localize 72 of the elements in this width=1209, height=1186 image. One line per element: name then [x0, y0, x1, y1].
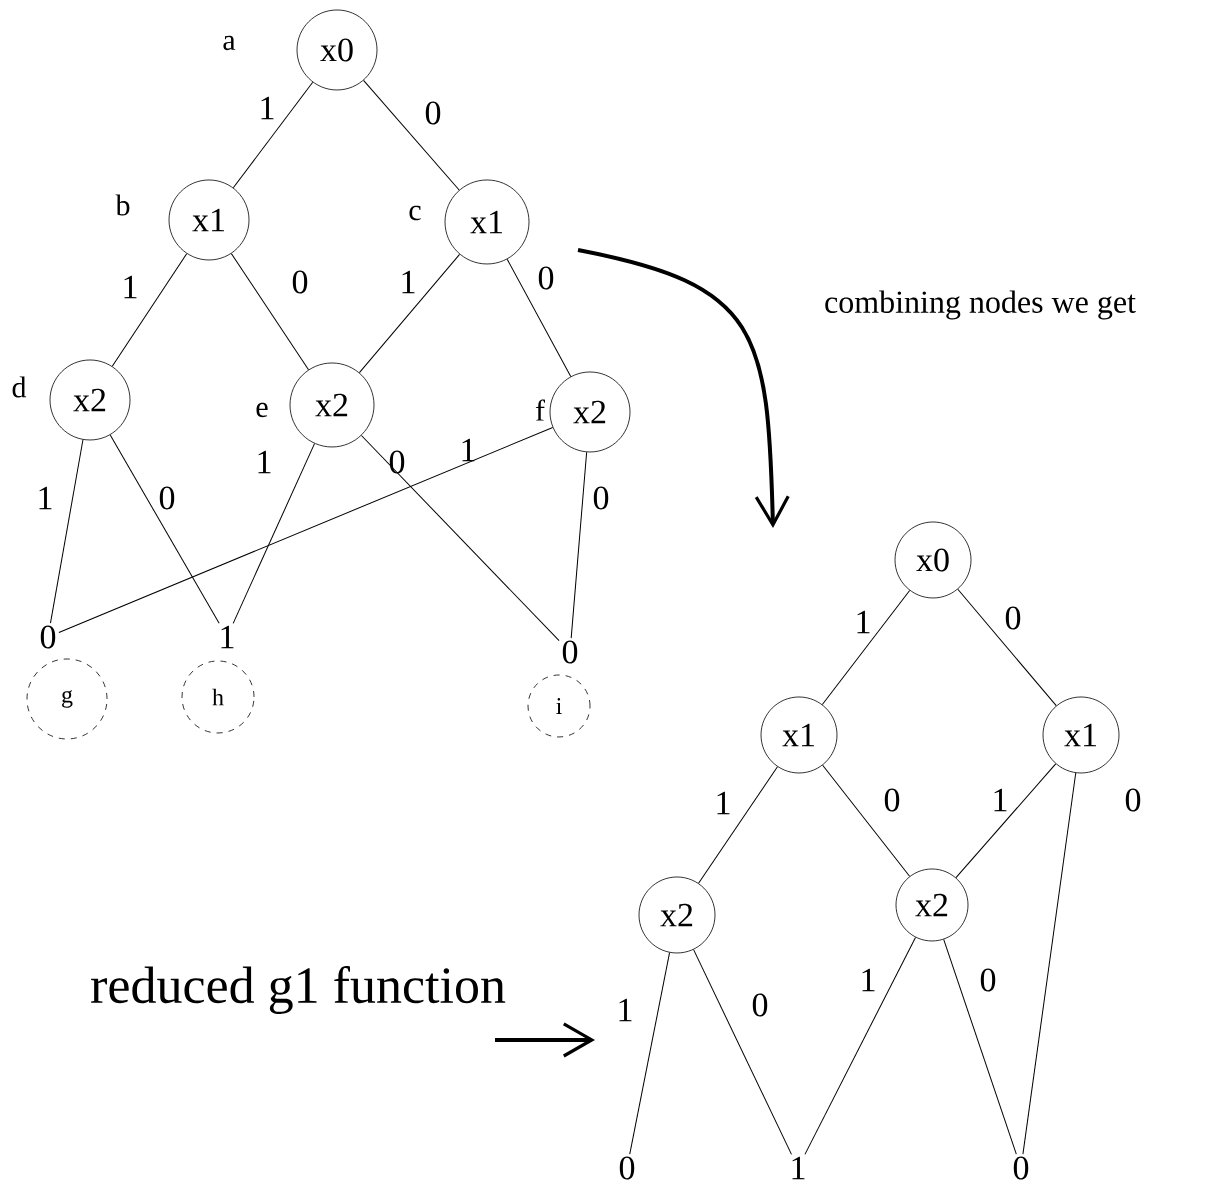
variable-node: x2	[289, 362, 375, 448]
edge-line	[821, 589, 911, 705]
edge-label: 0	[159, 486, 175, 510]
variable-node: x2	[49, 359, 131, 441]
variable-node: x1	[760, 696, 838, 774]
edge-label: 1	[39, 486, 52, 510]
edge-label: 0	[752, 993, 768, 1017]
terminal-value: 0	[562, 640, 578, 664]
edge-label: 0	[292, 270, 308, 294]
caption-text: combining nodes we get	[825, 290, 1136, 320]
terminal-value: 1	[221, 625, 234, 649]
edge-line	[629, 952, 671, 1155]
edge-line	[360, 435, 560, 642]
edge-line	[804, 936, 916, 1155]
edge-label: 0	[593, 486, 609, 510]
terminal-value: 1	[792, 1156, 805, 1180]
edge-label: 1	[619, 998, 632, 1022]
edge-line	[1022, 772, 1077, 1155]
variable-node: x2	[638, 876, 716, 954]
edge-line	[943, 938, 1017, 1155]
edge-label: 1	[717, 791, 730, 815]
node-letter: a	[223, 35, 236, 51]
edge-label: 0	[425, 101, 441, 125]
edge-line	[506, 258, 572, 377]
variable-node: x2	[895, 868, 969, 942]
edge-line	[955, 763, 1057, 879]
variable-node: x2	[549, 371, 631, 453]
dashed-node: i	[527, 674, 591, 738]
edge-line	[358, 253, 461, 374]
edge-label: 0	[1005, 606, 1021, 630]
dashed-node: g	[26, 658, 108, 740]
terminal-value: 0	[619, 1156, 635, 1180]
variable-node: x1	[444, 179, 530, 265]
terminal-value: 0	[1013, 1156, 1029, 1180]
edge-label: 0	[538, 266, 554, 290]
edge-line	[58, 426, 554, 633]
edge-label: 1	[862, 968, 875, 992]
node-letter: f	[535, 399, 545, 421]
variable-node: x0	[894, 521, 972, 599]
edge-label: 1	[402, 270, 415, 294]
edge-line	[698, 766, 778, 884]
variable-node: x0	[296, 9, 378, 91]
edge-line	[363, 79, 460, 191]
edge-label: 0	[884, 788, 900, 812]
edge-line	[693, 949, 792, 1155]
edge-label: 1	[462, 438, 475, 462]
node-letter: d	[12, 376, 27, 398]
caption-text: reduced g1 function	[91, 966, 506, 1014]
variable-node: x1	[168, 179, 250, 261]
edge-label: 0	[389, 450, 405, 474]
edge-label: 0	[980, 968, 996, 992]
edge-label: 1	[261, 96, 274, 120]
edge-line	[49, 439, 84, 624]
edge-line	[957, 588, 1057, 707]
edge-line	[109, 434, 220, 624]
edge-line	[232, 81, 314, 189]
edge-line	[232, 443, 315, 624]
edge-line	[570, 451, 588, 639]
edge-label: 0	[1125, 788, 1141, 812]
node-letter: c	[409, 205, 421, 221]
variable-node: x1	[1042, 696, 1120, 774]
edge-line	[230, 253, 310, 371]
node-letter: b	[115, 194, 130, 216]
edge-label: 1	[994, 788, 1007, 812]
edge-label: 1	[857, 610, 870, 634]
dashed-node: h	[181, 660, 255, 734]
edge-line	[822, 764, 911, 877]
terminal-value: 0	[40, 625, 56, 649]
edge-label: 1	[124, 275, 137, 299]
edge-line	[111, 253, 188, 367]
node-letter: e	[256, 402, 268, 418]
edge-label: 1	[258, 450, 271, 474]
